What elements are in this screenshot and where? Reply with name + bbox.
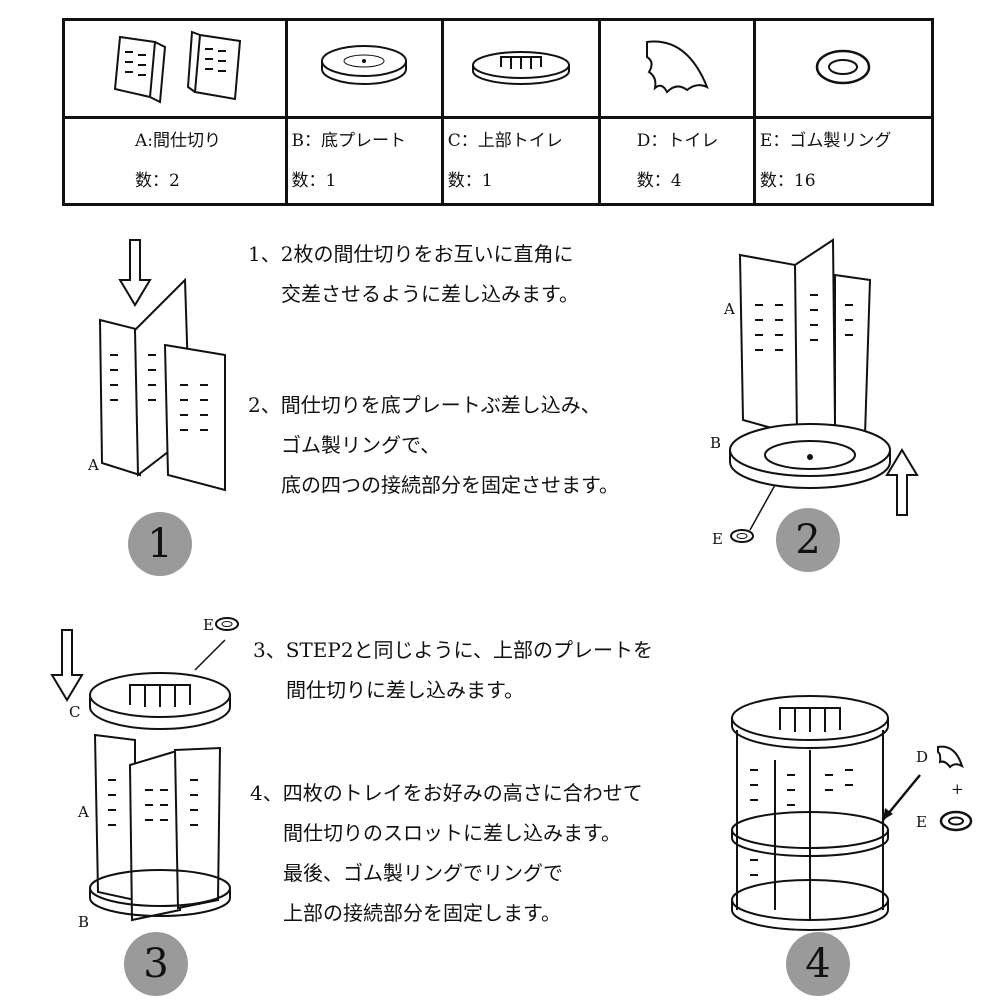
part-c-count: 数：1 [447,171,493,191]
part-b-image [284,18,444,119]
step1-text: 1、2枚の間仕切りをお互いに直角に 交差させるように差し込みます。 [248,234,579,314]
part-e-image [752,18,935,119]
label-b-step3: B [78,913,90,931]
ring-icon [215,617,239,631]
part-e-count: 数：16 [759,171,816,191]
step3-line: 3、STEP2と同じように、上部のプレートを [253,638,653,662]
step-number-1: 1 [128,512,192,576]
label-e-step4: E [916,813,927,831]
label-c-step3: C [69,703,81,721]
rubber-ring-icon [816,49,871,84]
label-e-step3: E [203,616,214,634]
step3-text: 3、STEP2と同じように、上部のプレートを 間仕切りに差し込みます。 [253,630,653,710]
part-b-count: 数：1 [291,171,337,191]
step3-illustration [50,629,231,922]
part-d-count: 数：4 [636,171,682,191]
label-d-step4: D [916,748,929,766]
parts-table: A:間仕切り数：2 B：底プレート数：1 C：上部トイレ数：1 D：トイレ数：4… [62,18,935,206]
step2-text: 2、間仕切りを底プレートぶ差し込み、 ゴム製リングで、 底の四つの接続部分を固定… [248,385,619,505]
top-tray-icon [471,50,570,85]
label-a-step1: A [88,456,99,474]
step4-line: 上部の接続部分を固定します。 [283,901,561,925]
part-a-count: 数：2 [135,171,180,191]
plus-sign: + [951,780,964,798]
part-a-name: A:間仕切り [135,131,222,151]
label-a-step3: A [78,803,89,821]
part-c-image [440,18,601,119]
step3-line: 間仕切りに差し込みます。 [286,678,524,702]
step4-illustration [731,695,921,931]
ring-icon [939,810,973,832]
step1-illustration [98,239,226,492]
part-b-name: B：底プレート [291,131,407,151]
step2-line: 2、間仕切りを底プレートぶ差し込み、 [248,393,601,417]
step-number-4: 4 [786,932,850,996]
tray-icon [645,40,709,94]
part-d-name: D：トイレ [636,131,719,151]
divider-panels-icon [113,30,241,104]
label-e-step2: E [712,530,723,548]
step4-text: 4、四枚のトレイをお好みの高さに合わせて 間仕切りのスロットに差し込みます。 最… [250,773,643,933]
step4-line: 最後、ゴム製リングでリングで [283,861,563,885]
label-a-step2: A [724,300,735,318]
step1-line: 交差させるように差し込みます。 [281,282,579,306]
step-number-2: 2 [776,508,840,572]
part-a-image [62,18,288,119]
step2-line: ゴム製リングで、 [281,433,441,457]
tray-icon [937,745,964,769]
step1-line: 1、2枚の間仕切りをお互いに直角に [248,242,574,266]
part-c-name: C：上部トイレ [447,131,563,151]
step2-illustration [729,238,919,531]
part-d-image [597,18,756,119]
step-number-3: 3 [124,932,188,996]
label-b-step2: B [710,434,722,452]
ring-icon [730,529,754,543]
step2-line: 底の四つの接続部分を固定させます。 [281,473,619,497]
part-e-name: E：ゴム製リング [759,131,892,151]
base-plate-icon [321,44,408,85]
step4-line: 4、四枚のトレイをお好みの高さに合わせて [250,781,643,805]
step4-line: 間仕切りのスロットに差し込みます。 [283,821,621,845]
